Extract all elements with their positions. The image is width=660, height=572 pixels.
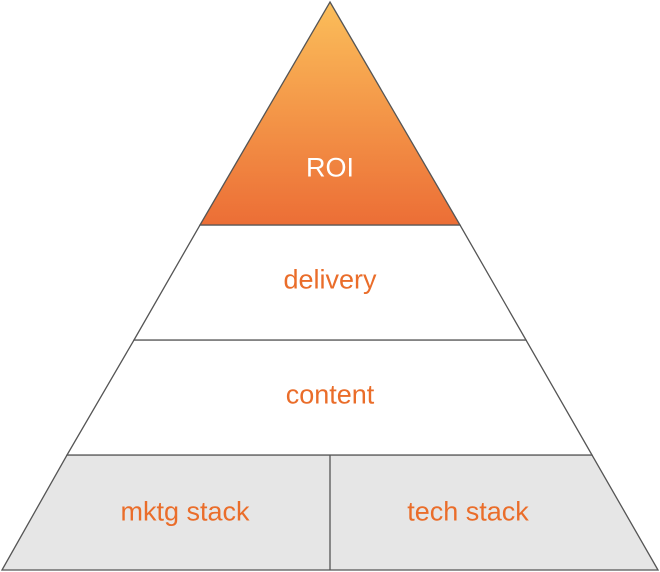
tech-stack-label: tech stack [407, 496, 529, 527]
content-label: content [285, 379, 375, 410]
delivery-label: delivery [283, 264, 377, 295]
mktg-stack-label: mktg stack [120, 496, 250, 527]
roi-tier-shape [198, 0, 462, 226]
roi-label: ROI [305, 152, 355, 183]
